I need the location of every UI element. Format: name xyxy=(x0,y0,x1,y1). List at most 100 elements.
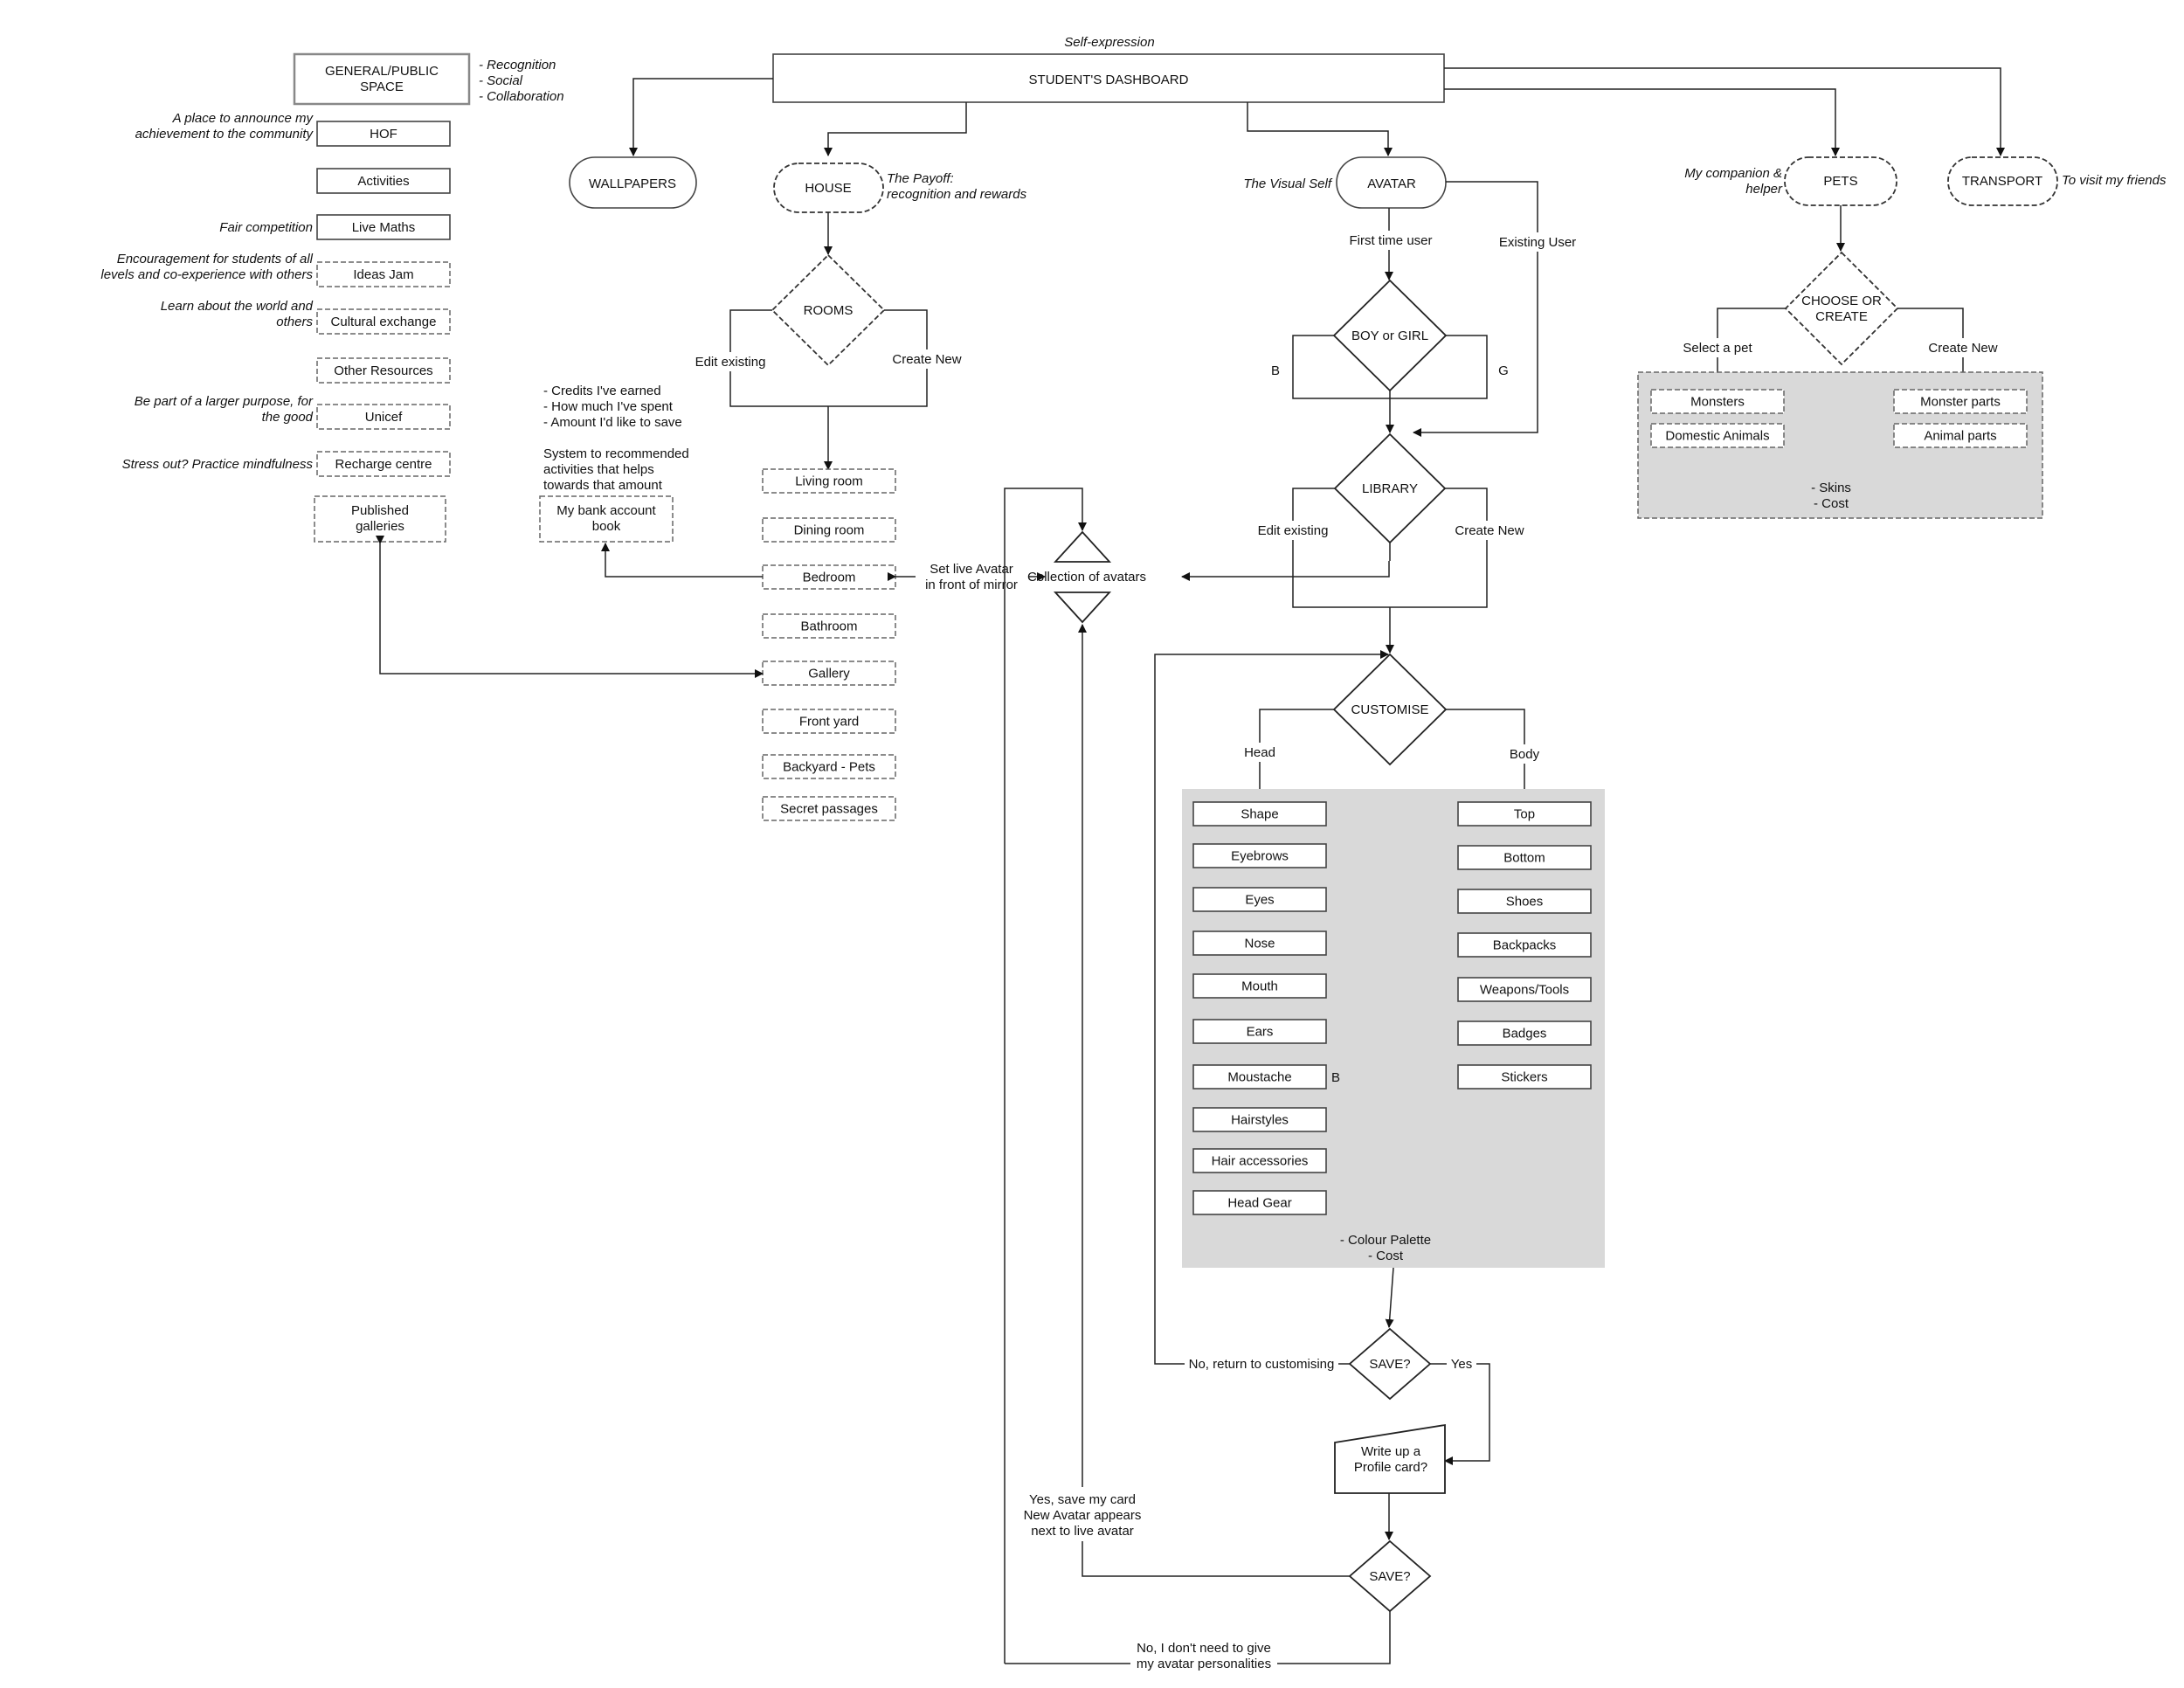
general-item-other-resources[interactable]: Other Resources xyxy=(316,357,451,384)
library-create-new: Create New xyxy=(1455,523,1524,538)
library-decision[interactable]: LIBRARY xyxy=(1333,432,1447,544)
body-item-backpacks[interactable]: Backpacks xyxy=(1457,932,1592,958)
body-item-stickers[interactable]: Stickers xyxy=(1457,1064,1592,1090)
head-item-hairstyles[interactable]: Hairstyles xyxy=(1192,1107,1327,1132)
general-item-recharge-centre[interactable]: Recharge centre xyxy=(316,451,451,477)
choose-or-create-decision[interactable]: CHOOSE OR CREATE xyxy=(1784,251,1899,366)
pet-item-monster-parts[interactable]: Monster parts xyxy=(1893,389,2028,414)
avatar-node[interactable]: AVATAR xyxy=(1336,156,1447,209)
general-public-space-box[interactable]: GENERAL/PUBLIC SPACE xyxy=(293,52,471,106)
pet-item-domestic-animals[interactable]: Domestic Animals xyxy=(1650,423,1785,448)
boy-branch-line xyxy=(1292,335,1390,399)
general-item-note-7-0: Stress out? Practice mindfulness xyxy=(122,457,314,472)
general-item-note-4-0: Learn about the world and xyxy=(161,299,314,314)
payoff-line1: The Payoff: xyxy=(887,171,954,186)
students-dashboard-box[interactable]: STUDENT'S DASHBOARD xyxy=(772,53,1445,103)
general-item-note-0-0: A place to announce my xyxy=(172,111,314,126)
no-need-note-0: No, I don't need to give xyxy=(1137,1641,1271,1656)
connector-avatar xyxy=(1247,102,1393,156)
profile-card-input[interactable]: Write up a Profile card? xyxy=(1334,1423,1446,1494)
pet-item-animal-parts[interactable]: Animal parts xyxy=(1893,423,2028,448)
collection-label[interactable]: Collection of avatars xyxy=(1027,570,1146,585)
pets-create-new-label: Create New xyxy=(1928,341,1997,356)
head-item-moustache-label: Moustache xyxy=(1227,1070,1291,1085)
general-item-activities[interactable]: Activities xyxy=(316,168,451,194)
head-item-eyes[interactable]: Eyes xyxy=(1192,887,1327,912)
room-item-gallery[interactable]: Gallery xyxy=(762,661,896,686)
general-item-note-3-1: levels and co-experience with others xyxy=(100,267,313,282)
general-title-line1: GENERAL/PUBLIC xyxy=(325,64,439,79)
room-item-bedroom[interactable]: Bedroom xyxy=(762,564,896,590)
body-item-weapons-tools[interactable]: Weapons/Tools xyxy=(1457,977,1592,1002)
body-item-badges[interactable]: Badges xyxy=(1457,1020,1592,1046)
room-item-living-room[interactable]: Living room xyxy=(762,468,896,494)
general-item-ideas-jam[interactable]: Ideas Jam xyxy=(316,261,451,287)
body-item-bottom[interactable]: Bottom xyxy=(1457,845,1592,870)
head-item-mouth-label: Mouth xyxy=(1241,979,1278,994)
general-item-unicef[interactable]: Unicef xyxy=(316,404,451,430)
head-item-mouth[interactable]: Mouth xyxy=(1192,973,1327,999)
save1-label: SAVE? xyxy=(1369,1357,1410,1372)
general-item-hof-label: HOF xyxy=(370,127,397,142)
no-need-note-1: my avatar personalities xyxy=(1137,1657,1271,1671)
rooms-edit-existing: Edit existing xyxy=(695,355,766,370)
house-node[interactable]: HOUSE xyxy=(773,163,884,213)
visual-self-label: The Visual Self xyxy=(1243,176,1332,191)
pets-node[interactable]: PETS xyxy=(1784,156,1897,206)
connector-select-pet xyxy=(1713,308,1786,390)
head-item-hair-accessories-label: Hair accessories xyxy=(1212,1154,1309,1169)
customise-decision[interactable]: CUSTOMISE xyxy=(1332,653,1448,766)
save-decision-1[interactable]: SAVE? xyxy=(1348,1327,1432,1401)
head-label: Head xyxy=(1244,745,1275,760)
head-item-shape[interactable]: Shape xyxy=(1192,801,1327,827)
room-item-backyard-pets[interactable]: Backyard - Pets xyxy=(762,754,896,779)
rooms-create-new: Create New xyxy=(892,352,961,367)
body-item-top-label: Top xyxy=(1514,807,1535,822)
head-item-nose[interactable]: Nose xyxy=(1192,930,1327,956)
room-item-front-yard-label: Front yard xyxy=(799,715,859,730)
general-item-note-6-1: the good xyxy=(262,410,314,425)
head-item-hair-accessories[interactable]: Hair accessories xyxy=(1192,1148,1327,1173)
wallpapers-node[interactable]: WALLPAPERS xyxy=(569,156,697,209)
boy-or-girl-decision[interactable]: BOY or GIRL xyxy=(1332,279,1448,392)
self-expression-label: Self-expression xyxy=(1064,35,1154,50)
pet-item-monsters[interactable]: Monsters xyxy=(1650,389,1785,414)
published-galleries-line1: Published xyxy=(351,503,409,518)
room-item-secret-passages[interactable]: Secret passages xyxy=(762,796,896,821)
general-item-cultural-exchange[interactable]: Cultural exchange xyxy=(316,308,451,335)
head-item-ears[interactable]: Ears xyxy=(1192,1019,1327,1044)
general-item-recharge-centre-label: Recharge centre xyxy=(335,457,432,472)
connector-panel-save xyxy=(1385,1267,1394,1328)
bank-account-box[interactable]: My bank account book xyxy=(539,495,674,543)
transport-note: To visit my friends xyxy=(2062,173,2167,188)
pet-item-domestic-animals-label: Domestic Animals xyxy=(1665,429,1769,444)
girl-branch-line xyxy=(1390,335,1488,399)
head-item-head-gear[interactable]: Head Gear xyxy=(1192,1190,1327,1215)
connector-head xyxy=(1255,709,1334,803)
pets-cost: - Cost xyxy=(1814,496,1849,511)
room-item-gallery-label: Gallery xyxy=(808,667,850,681)
companion-line1: My companion & xyxy=(1684,166,1782,181)
payoff-line2: recognition and rewards xyxy=(887,187,1027,202)
published-galleries-box[interactable]: Published galleries xyxy=(314,495,446,543)
head-item-head-gear-label: Head Gear xyxy=(1227,1196,1291,1211)
connector-pets xyxy=(1444,88,1840,156)
general-item-hof[interactable]: HOF xyxy=(316,121,451,147)
general-item-live-maths[interactable]: Live Maths xyxy=(316,214,451,240)
head-item-eyebrows-label: Eyebrows xyxy=(1231,849,1289,864)
save-decision-2[interactable]: SAVE? xyxy=(1348,1539,1432,1613)
head-items-list: ShapeEyebrowsEyesNoseMouthEarsMoustacheH… xyxy=(1192,801,1327,1215)
head-item-moustache[interactable]: Moustache xyxy=(1192,1064,1327,1090)
head-item-eyebrows[interactable]: Eyebrows xyxy=(1192,843,1327,868)
transport-node[interactable]: TRANSPORT xyxy=(1947,156,2058,206)
house-label: HOUSE xyxy=(805,181,851,196)
rooms-decision[interactable]: ROOMS xyxy=(771,253,886,367)
room-item-bathroom[interactable]: Bathroom xyxy=(762,613,896,639)
room-item-dining-room[interactable]: Dining room xyxy=(762,517,896,543)
body-item-shoes[interactable]: Shoes xyxy=(1457,889,1592,914)
room-item-front-yard[interactable]: Front yard xyxy=(762,709,896,734)
body-item-top[interactable]: Top xyxy=(1457,801,1592,827)
general-item-note-6-0: Be part of a larger purpose, for xyxy=(135,394,314,409)
pet-item-monsters-label: Monsters xyxy=(1690,395,1745,410)
